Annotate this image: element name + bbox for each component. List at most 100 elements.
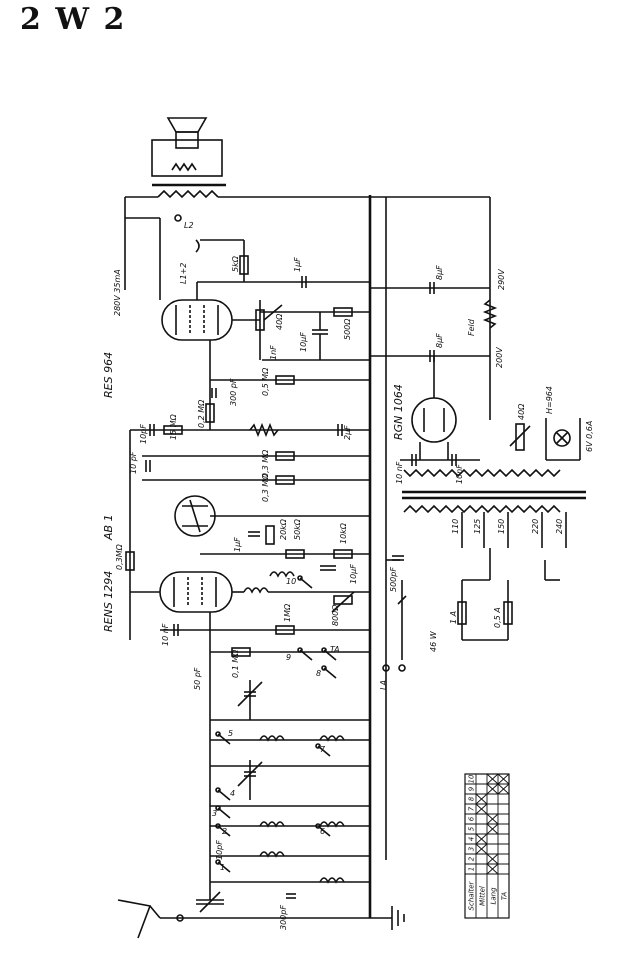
output-transformer bbox=[125, 183, 240, 199]
filter-caps: 8μF 8μF 290V Feld 200V bbox=[370, 265, 506, 368]
switch-3: 3 bbox=[212, 805, 231, 819]
switch-table-row-label: Lang bbox=[490, 887, 498, 905]
c10uf-label: 10μF bbox=[299, 332, 308, 352]
c8uf-b-label: 8μF bbox=[435, 333, 444, 348]
c10pf-a-label: 10pF bbox=[139, 424, 148, 444]
switch-2: 2 bbox=[215, 823, 231, 837]
r40a-label: 40Ω bbox=[275, 313, 284, 330]
r50k-label: 50kΩ bbox=[293, 518, 302, 540]
switch-table-mark bbox=[486, 813, 499, 825]
cathode-network: 10μF 500Ω 40Ω 1nF bbox=[255, 300, 370, 361]
switch-table-header: Schalter bbox=[468, 880, 476, 910]
r15m-label: 15 MΩ bbox=[169, 413, 178, 440]
r20k-label: 20kΩ bbox=[279, 518, 288, 540]
tap-240: 240 bbox=[555, 519, 564, 534]
switch-table-mark bbox=[486, 863, 499, 875]
loudspeaker bbox=[151, 117, 223, 177]
switch-table-number: 4 bbox=[468, 837, 476, 841]
r03m-b-label: 0,3 MΩ bbox=[261, 473, 270, 502]
r05m-label: 0,5 MΩ bbox=[261, 367, 270, 396]
switch-table-number: 1 bbox=[468, 867, 476, 871]
detector-tube: AB 1 bbox=[102, 495, 216, 541]
rectifier-tube: RGN 1064 10 nF 10nF bbox=[392, 356, 480, 484]
switch-table-mark bbox=[475, 793, 488, 805]
switch-4: 4 bbox=[215, 787, 235, 801]
power-transformer bbox=[402, 468, 586, 514]
svg-text:10: 10 bbox=[286, 577, 296, 586]
c2uf-label: 2μF bbox=[343, 425, 352, 440]
r1m-label: 1MΩ bbox=[283, 603, 292, 622]
fuse-05a-label: 0,5 A bbox=[493, 607, 502, 628]
r03m-a-label: 0,3 MΩ bbox=[261, 449, 270, 478]
fuse-1a-label: 1 A bbox=[449, 611, 458, 624]
r5k-label: 5kΩ bbox=[231, 255, 240, 272]
c50pf-label: 50 pF bbox=[193, 667, 202, 690]
svg-text:5: 5 bbox=[228, 729, 233, 738]
rf-section: 0,1 MΩ 50 pF 10pF 300pF bbox=[160, 612, 370, 930]
switch-table-row-label: Mittel bbox=[479, 886, 487, 906]
switch-9: 9 bbox=[286, 647, 313, 662]
c10pf-b-label: 10 pF bbox=[129, 451, 138, 474]
lamp-circuit: 40Ω H=964 6V 0,6A bbox=[509, 386, 594, 461]
switch-table-number: 8 bbox=[468, 796, 476, 801]
voltage-selector: 110 125 150 220 240 1 A 0,5 A 46 W bbox=[397, 512, 567, 660]
c10nf-a-label: 10 nF bbox=[395, 461, 404, 484]
c10uf-b-label: 10μF bbox=[349, 564, 358, 584]
top-rail bbox=[240, 196, 491, 860]
rectifier-tube-label: RGN 1064 bbox=[392, 384, 405, 440]
switch-1: 1 bbox=[215, 859, 231, 873]
svg-text:3: 3 bbox=[212, 809, 217, 818]
switch-table-number: 7 bbox=[468, 806, 476, 811]
switch-6: 6 bbox=[315, 823, 331, 837]
lamp-rating-label: 6V 0,6A bbox=[585, 421, 594, 452]
switch-table-number: 3 bbox=[468, 847, 476, 851]
input-tube: RENS 1294 0,3MΩ 10μF 800Ω 10 nF 1MΩ bbox=[102, 543, 370, 646]
lamp-label: H=964 bbox=[545, 386, 554, 414]
c300pf-label: 300 pF bbox=[229, 378, 238, 406]
la-label: LA bbox=[379, 680, 388, 690]
r40b-label: 40Ω bbox=[517, 403, 526, 420]
c1nf-label: 1nF bbox=[269, 345, 278, 360]
speaker-current-label: 280V 35mA bbox=[113, 269, 122, 316]
l2-label: L2 bbox=[184, 221, 194, 230]
pickup-input: 500pF LA bbox=[379, 555, 406, 690]
switch-ta: TA bbox=[321, 645, 340, 661]
svg-text:8: 8 bbox=[316, 669, 321, 678]
output-jacks: L2 L1+2 280V 35mA bbox=[113, 197, 200, 316]
tap-110: 110 bbox=[451, 519, 460, 534]
switch-table-mark bbox=[486, 853, 499, 865]
switch-table-number: 2 bbox=[468, 856, 476, 861]
tap-125: 125 bbox=[473, 519, 482, 534]
c1uf-top-label: 1μF bbox=[293, 257, 302, 272]
r10k-label: 10kΩ bbox=[339, 522, 348, 544]
svg-text:6: 6 bbox=[320, 827, 325, 836]
switch-table-number: 9 bbox=[468, 786, 476, 791]
tap-220: 220 bbox=[531, 519, 540, 534]
output-tube: 5kΩ RES 964 bbox=[102, 239, 370, 398]
r02m-label: 0,2 MΩ bbox=[197, 399, 206, 428]
output-tube-label: RES 964 bbox=[102, 352, 115, 398]
switch-contacts: 9 10 TA 8 5 7 3 4 6 2 1 bbox=[212, 575, 340, 873]
switch-10: 10 bbox=[286, 575, 313, 589]
feld-label: Feld bbox=[467, 318, 476, 336]
switch-table-mark bbox=[486, 823, 499, 835]
v290-label: 290V bbox=[497, 269, 506, 290]
c8uf-a-label: 8μF bbox=[435, 265, 444, 280]
input-tube-label: RENS 1294 bbox=[102, 571, 115, 632]
switch-7: 7 bbox=[315, 743, 331, 757]
detector-network: 10pF 15 MΩ 2μF 10 pF 0,3 MΩ 0,3 MΩ 1μF 2… bbox=[129, 413, 370, 640]
switch-table-mark bbox=[486, 783, 499, 795]
svg-text:TA: TA bbox=[330, 645, 340, 654]
grid-resistor-05m: 0,5 MΩ 300 pF 0,2 MΩ bbox=[197, 340, 370, 430]
r500-label: 500Ω bbox=[343, 318, 352, 340]
coupling-cap-1uf: 1μF bbox=[293, 257, 307, 288]
svg-text:9: 9 bbox=[286, 653, 291, 662]
v200-label: 200V bbox=[495, 347, 504, 368]
svg-text:2: 2 bbox=[222, 827, 227, 836]
switch-5: 5 bbox=[215, 729, 233, 745]
detector-tube-label: AB 1 bbox=[102, 514, 115, 541]
antenna-icon bbox=[117, 899, 184, 939]
switch-table-mark bbox=[475, 833, 488, 845]
ground-icon bbox=[370, 906, 405, 930]
